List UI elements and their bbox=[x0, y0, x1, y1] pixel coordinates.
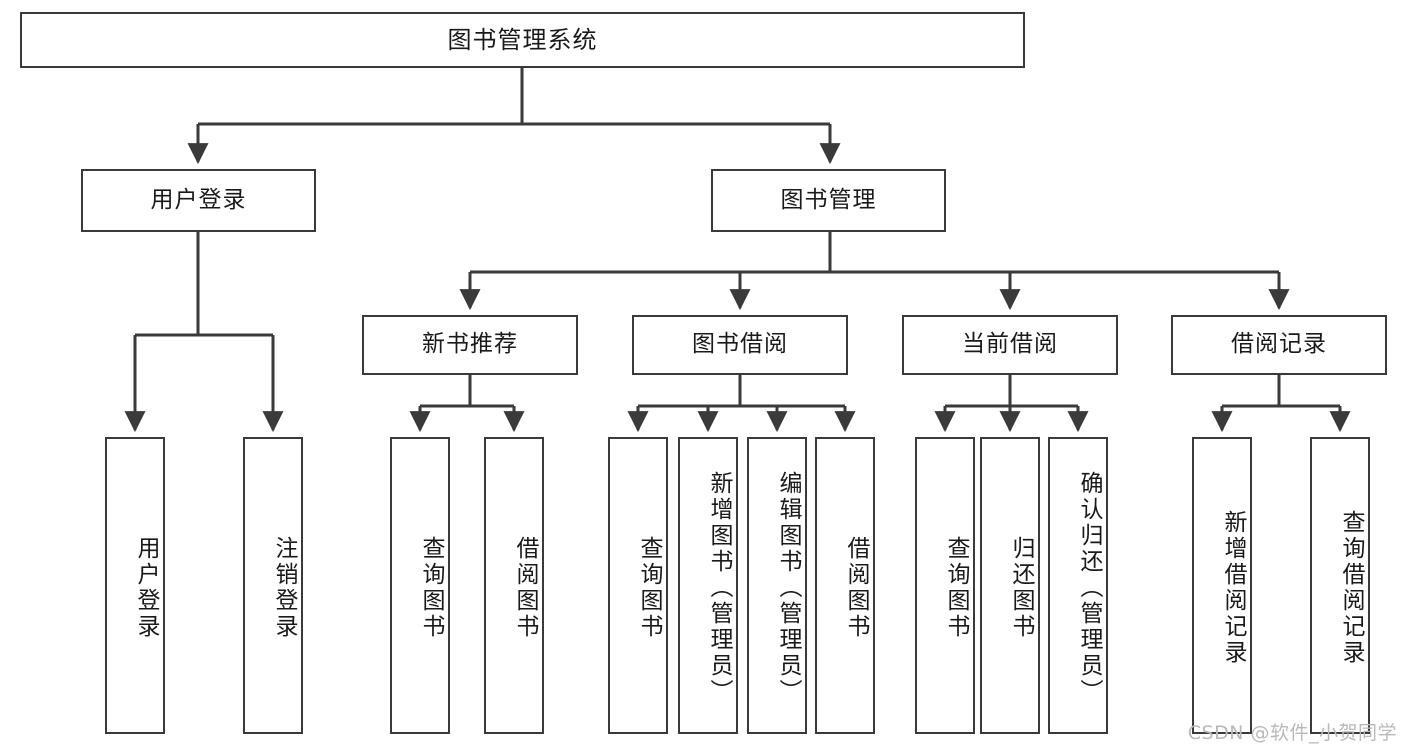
node-leaf-return-book[interactable]: 归还图书 bbox=[980, 437, 1040, 734]
node-borrow-record-label: 借阅记录 bbox=[1231, 331, 1327, 358]
node-book-manage-label: 图书管理 bbox=[780, 186, 877, 213]
node-leaf-confirm-return[interactable]: 确认归还（管理员） bbox=[1048, 437, 1108, 734]
node-current-borrow[interactable]: 当前借阅 bbox=[902, 315, 1118, 375]
node-new-book-recommend[interactable]: 新书推荐 bbox=[362, 315, 578, 375]
node-leaf-query-record-label: 查询借阅记录 bbox=[1338, 509, 1364, 666]
node-book-manage[interactable]: 图书管理 bbox=[711, 169, 946, 232]
node-leaf-query-book-rec-label: 查询图书 bbox=[418, 535, 444, 640]
node-leaf-edit-book-label: 编辑图书（管理员） bbox=[775, 470, 801, 705]
node-leaf-borrow-book-label: 借阅图书 bbox=[843, 535, 869, 640]
node-leaf-query-book-cur-label: 查询图书 bbox=[943, 535, 969, 640]
node-leaf-borrow-book-rec-label: 借阅图书 bbox=[512, 535, 538, 640]
node-leaf-return-book-label: 归还图书 bbox=[1008, 535, 1034, 640]
node-user-login-label: 用户登录 bbox=[150, 186, 247, 213]
node-leaf-user-login-label: 用户登录 bbox=[133, 535, 159, 640]
node-root[interactable]: 图书管理系统 bbox=[20, 12, 1025, 68]
node-leaf-borrow-book-rec[interactable]: 借阅图书 bbox=[484, 437, 544, 734]
node-leaf-query-book-cur[interactable]: 查询图书 bbox=[915, 437, 975, 734]
node-current-borrow-label: 当前借阅 bbox=[962, 331, 1058, 358]
node-root-label: 图书管理系统 bbox=[447, 25, 598, 54]
node-book-borrow-label: 图书借阅 bbox=[692, 331, 788, 358]
node-book-borrow[interactable]: 图书借阅 bbox=[632, 315, 848, 375]
node-leaf-edit-book[interactable]: 编辑图书（管理员） bbox=[747, 437, 807, 734]
node-borrow-record[interactable]: 借阅记录 bbox=[1171, 315, 1387, 375]
node-leaf-add-record[interactable]: 新增借阅记录 bbox=[1192, 437, 1252, 734]
node-leaf-user-logout[interactable]: 注销登录 bbox=[243, 437, 303, 734]
node-leaf-add-book-label: 新增图书（管理员） bbox=[706, 470, 732, 705]
node-leaf-query-book-borrow[interactable]: 查询图书 bbox=[608, 437, 668, 734]
node-new-book-recommend-label: 新书推荐 bbox=[422, 331, 518, 358]
node-leaf-query-book-borrow-label: 查询图书 bbox=[636, 535, 662, 640]
node-leaf-user-login[interactable]: 用户登录 bbox=[105, 437, 165, 734]
node-leaf-confirm-return-label: 确认归还（管理员） bbox=[1076, 470, 1102, 705]
node-leaf-query-book-rec[interactable]: 查询图书 bbox=[390, 437, 450, 734]
node-user-login[interactable]: 用户登录 bbox=[81, 169, 316, 232]
node-leaf-query-record[interactable]: 查询借阅记录 bbox=[1310, 437, 1370, 734]
node-leaf-borrow-book[interactable]: 借阅图书 bbox=[815, 437, 875, 734]
node-leaf-user-logout-label: 注销登录 bbox=[271, 535, 297, 640]
node-leaf-add-book[interactable]: 新增图书（管理员） bbox=[678, 437, 738, 734]
node-leaf-add-record-label: 新增借阅记录 bbox=[1220, 509, 1246, 666]
